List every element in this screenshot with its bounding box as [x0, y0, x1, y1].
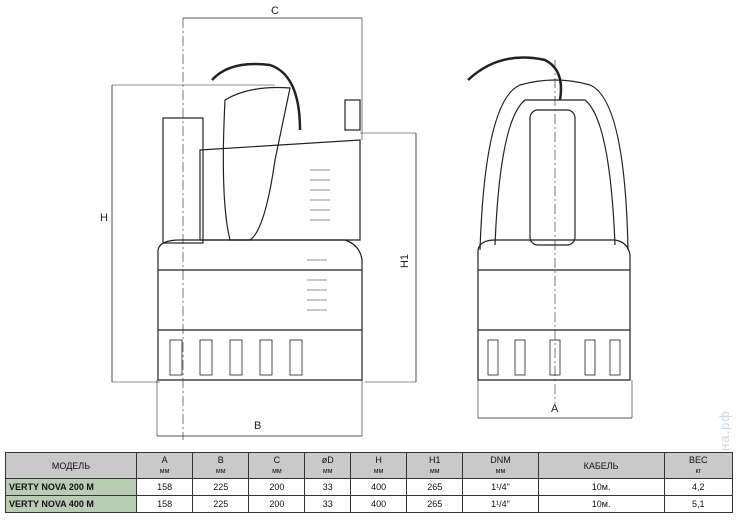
- cell: 10м.: [537, 495, 665, 513]
- cell: 158: [135, 478, 194, 496]
- dimension-b-label: B: [254, 420, 262, 432]
- cell: 200: [248, 478, 306, 496]
- dimension-c-label: C: [271, 5, 279, 17]
- cell: 1¹/4": [462, 478, 539, 496]
- dimension-h1-label: H1: [399, 253, 412, 269]
- front-view: [467, 56, 633, 419]
- cell: 4,2: [663, 478, 734, 496]
- cell-model: VERTY NOVA 200 M: [5, 478, 137, 496]
- cell: 10м.: [537, 478, 665, 496]
- cell: 225: [192, 478, 250, 496]
- cell: 1¹/4": [462, 495, 539, 513]
- table-row: VERTY NOVA 400 M 158 225 200 33 400 265 …: [5, 495, 734, 513]
- cell: 400: [349, 495, 408, 513]
- cell-model: VERTY NOVA 400 M: [5, 495, 137, 513]
- cell: 200: [248, 495, 306, 513]
- header-model: МОДЕЛЬ: [5, 452, 137, 479]
- header-cable: КАБЕЛЬ: [537, 452, 665, 479]
- cell: 225: [192, 495, 250, 513]
- cell: 265: [406, 478, 464, 496]
- dimension-h-label: H: [100, 212, 108, 224]
- pump-drawing: [111, 17, 633, 440]
- cell: 33: [304, 478, 351, 496]
- dimension-a-label: A: [551, 403, 559, 415]
- side-view: [111, 17, 417, 440]
- table-row: VERTY NOVA 200 M 158 225 200 33 400 265 …: [5, 478, 734, 496]
- cell: 158: [135, 495, 194, 513]
- cell: 5,1: [663, 495, 734, 513]
- cell: 33: [304, 495, 351, 513]
- cell: 265: [406, 495, 464, 513]
- cell: 400: [349, 478, 408, 496]
